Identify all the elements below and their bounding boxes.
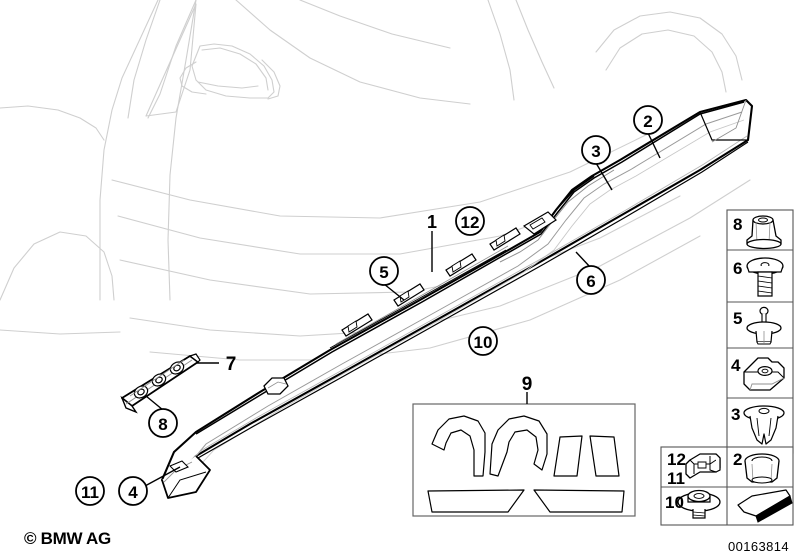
callout-1: 1 [427,212,437,232]
callout-7: 7 [226,354,237,375]
legend-bottom-group [660,446,794,526]
legend-part-2-grommet [744,453,780,484]
callout-11: 11 [75,476,105,506]
legend-part-8-flange-nut [746,215,782,250]
svg-text:6: 6 [586,272,595,291]
svg-text:8: 8 [158,415,167,434]
svg-text:12: 12 [461,213,480,232]
diagram-id: 00163814 [727,539,789,554]
svg-text:3: 3 [591,142,600,161]
svg-text:7: 7 [226,354,237,375]
legend-part-12-11-bracket-clip [685,453,721,479]
sill-strip-main-body [160,98,754,499]
legend-label-11: 11 [667,469,685,488]
svg-text:11: 11 [81,483,99,502]
leader-2 [647,132,661,159]
copyright-notice: © BMW AG [24,529,111,548]
svg-text:10: 10 [474,333,493,352]
legend-label-8: 8 [733,215,742,234]
svg-text:9: 9 [522,374,533,395]
callout-leaders [144,132,661,487]
callout-3: 3 [581,135,611,165]
callout-8: 8 [148,408,178,438]
callout-balloons: 1 12 5 10 6 3 [75,105,663,506]
svg-text:5: 5 [379,263,388,282]
svg-text:1: 1 [427,212,437,232]
legend-label-10: 10 [665,493,684,512]
callout-12: 12 [455,206,485,236]
callout-9: 9 [522,374,533,395]
leader-5 [383,283,405,301]
legend-label-12: 12 [667,450,686,469]
legend-part-3-expanding-rivet [743,405,785,445]
legend-part-4-speed-nut-clip [743,357,785,391]
sill-clip-sockets [341,227,521,337]
svg-text:2: 2 [643,112,652,131]
legend-part-10-push-pin-rivet [677,489,721,519]
detail-box-9 [412,392,636,517]
legend-part-6-flanged-screw [746,257,784,297]
legend-part-5-expanding-rivet-pin [746,306,782,345]
leader-8 [145,395,164,411]
callout-2: 2 [633,105,663,135]
callout-4: 4 [118,476,148,506]
legend-number-labels: 8 6 5 4 3 12 11 2 10 [665,215,742,512]
legend-label-2: 2 [733,450,742,469]
leader-3 [595,162,613,191]
legend-label-4: 4 [731,356,741,375]
svg-text:4: 4 [128,483,138,502]
callout-10: 10 [468,326,498,356]
legend-right-column [726,209,794,454]
part-7-mounting-rail [120,353,201,414]
legend-part-wedge-shim [737,489,793,523]
legend-label-3: 3 [731,405,740,424]
legend-label-6: 6 [733,259,742,278]
callout-6: 6 [576,265,606,295]
legend-label-5: 5 [733,309,742,328]
callout-5: 5 [369,256,399,286]
leader-4 [144,466,181,487]
